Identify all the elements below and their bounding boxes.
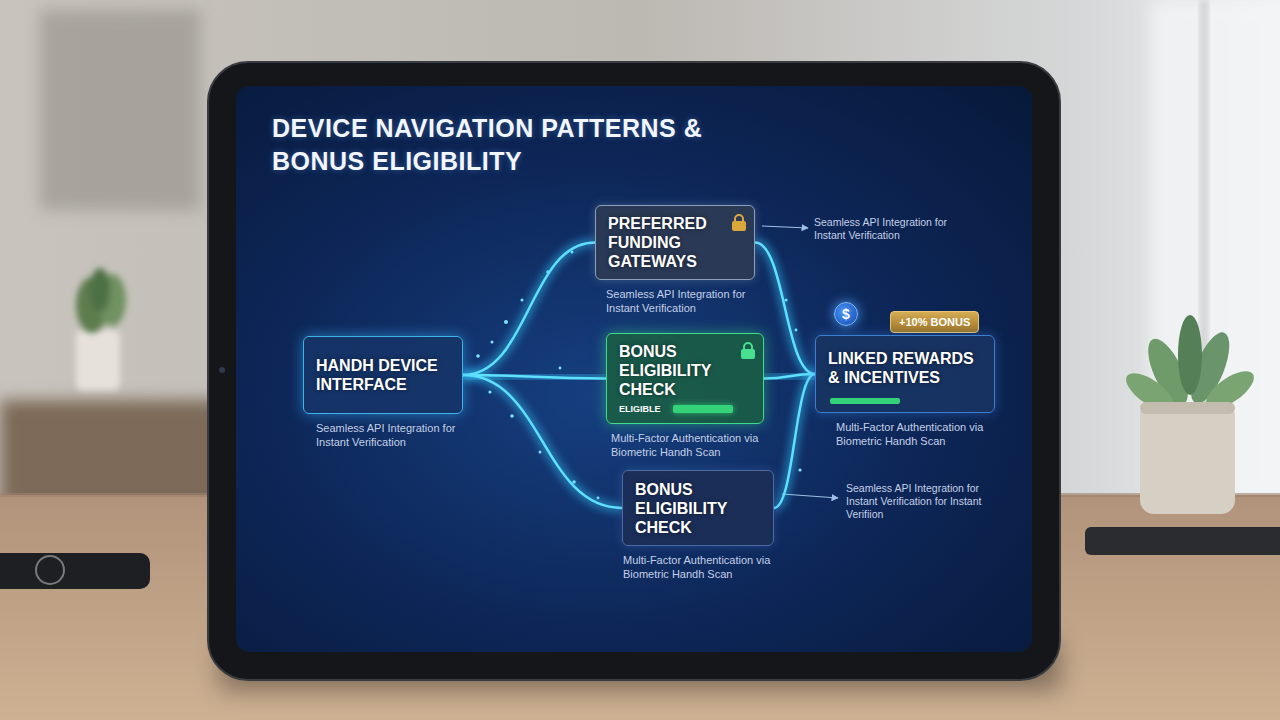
lock-icon bbox=[740, 341, 756, 360]
node-caption: Multi-Factor Authentication via Biometri… bbox=[611, 431, 761, 459]
tablet-camera bbox=[219, 367, 225, 373]
lock-shackle bbox=[744, 343, 752, 350]
phone bbox=[0, 553, 150, 589]
connector-glow bbox=[463, 243, 595, 376]
flow-connector bbox=[463, 243, 595, 376]
process-box: BONUS ELIGIBILITY CHECKMulti-Factor Auth… bbox=[622, 470, 774, 546]
annotation-note: Seamless API Integration for Instant Ver… bbox=[846, 482, 996, 521]
flow-connector bbox=[774, 374, 815, 508]
lock-body bbox=[741, 349, 755, 359]
node-caption: Multi-Factor Authentication via Biometri… bbox=[836, 420, 996, 448]
tablet-bezel bbox=[208, 62, 1060, 680]
node-title: PREFERRED FUNDING GATEWAYS bbox=[608, 214, 722, 271]
diagram-title: DEVICE NAVIGATION PATTERNS & BONUS ELIGI… bbox=[272, 112, 742, 178]
badge-text: +10% BONUS bbox=[899, 315, 970, 329]
lock-body bbox=[732, 221, 746, 231]
flow-connector bbox=[755, 243, 815, 375]
process-box: LINKED REWARDS & INCENTIVESMulti-Factor … bbox=[815, 335, 995, 413]
lock-icon bbox=[731, 213, 747, 232]
phone-ring bbox=[36, 556, 64, 584]
node-caption: Seamless API Integration for Instant Ver… bbox=[606, 287, 766, 315]
node-caption: Multi-Factor Authentication via Biometri… bbox=[623, 553, 788, 581]
node-caption: Seamless API Integration for Instant Ver… bbox=[316, 421, 481, 449]
currency-icon: $ bbox=[834, 302, 858, 326]
flow-connector bbox=[463, 375, 622, 508]
desk-device bbox=[1085, 527, 1280, 555]
node-title: HANDH DEVICE INTERFACE bbox=[316, 356, 450, 394]
wall-frame bbox=[40, 10, 200, 210]
plant-right bbox=[1120, 315, 1260, 514]
process-box: HANDH DEVICE INTERFACESeamless API Integ… bbox=[303, 336, 463, 414]
node-title: BONUS ELIGIBILITY CHECK bbox=[619, 342, 733, 399]
plant-left bbox=[76, 268, 126, 333]
annotation-note: Seamless API Integration for Instant Ver… bbox=[814, 216, 954, 242]
status-tag: ELIGIBLE bbox=[619, 403, 733, 415]
decision-box: BONUS ELIGIBILITY CHECKELIGIBLEMulti-Fac… bbox=[606, 333, 764, 424]
node-title: LINKED REWARDS & INCENTIVES bbox=[828, 349, 982, 387]
bonus-badge: +10% BONUS bbox=[890, 311, 979, 333]
connector-glow bbox=[755, 243, 815, 375]
node-title: BONUS ELIGIBILITY CHECK bbox=[635, 480, 761, 537]
leader-arrow bbox=[762, 226, 808, 228]
flow-connector bbox=[764, 374, 815, 379]
process-box: PREFERRED FUNDING GATEWAYSSeamless API I… bbox=[595, 205, 755, 280]
plant-pot bbox=[76, 330, 120, 390]
connector-glow bbox=[463, 375, 622, 508]
tablet-screen bbox=[236, 86, 1032, 652]
connector-glow bbox=[774, 374, 815, 508]
lock-shackle bbox=[735, 215, 743, 222]
currency-symbol: $ bbox=[842, 304, 850, 324]
leader-arrow bbox=[782, 494, 838, 498]
